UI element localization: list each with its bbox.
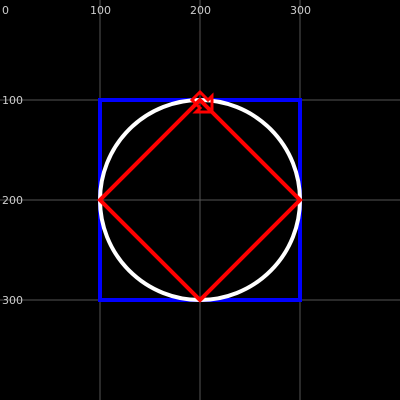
red-diamond bbox=[97, 97, 303, 303]
x-tick-label-300: 300 bbox=[290, 4, 311, 17]
x-tick-label-200: 200 bbox=[190, 4, 211, 17]
y-tick-label-100: 100 bbox=[2, 94, 23, 107]
y-tick-label-200: 200 bbox=[2, 194, 23, 207]
x-tick-label-100: 100 bbox=[90, 4, 111, 17]
x-tick-label-0: 0 bbox=[2, 4, 9, 17]
pointer-arrow-icon bbox=[189, 89, 214, 114]
y-tick-label-300: 300 bbox=[2, 294, 23, 307]
